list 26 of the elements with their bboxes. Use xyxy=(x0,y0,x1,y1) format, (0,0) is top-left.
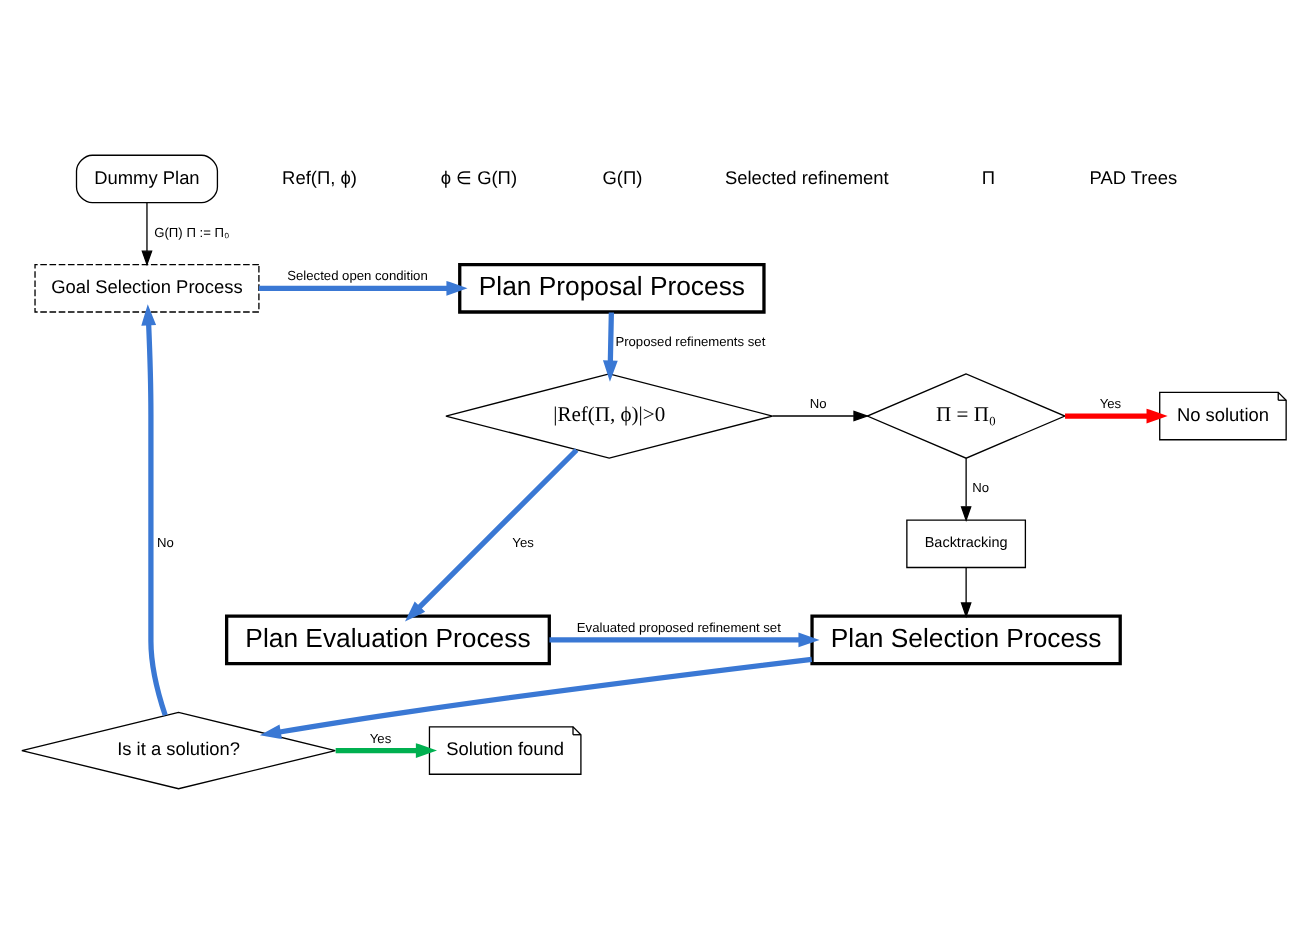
node-box: Plan Proposal Process xyxy=(458,261,766,313)
label: Π xyxy=(981,166,996,187)
node-box: Plan Evaluation Process xyxy=(225,613,551,665)
arrow xyxy=(258,279,468,295)
arrow xyxy=(335,742,437,757)
label: Ref(Π, ϕ) xyxy=(282,166,357,187)
node-box: Dummy Plan xyxy=(75,153,219,203)
arrow xyxy=(960,456,972,521)
node-box: Goal Selection Process xyxy=(34,262,260,312)
arrow xyxy=(771,409,870,421)
label: G(Π) xyxy=(602,166,643,187)
node-diamond: Is it a solution? xyxy=(21,710,336,789)
label: PAD Trees xyxy=(1089,166,1178,187)
node-box: Plan Selection Process xyxy=(810,613,1122,665)
arrow xyxy=(960,566,972,618)
arrow xyxy=(404,447,579,621)
label: ϕ ∈ G(Π) xyxy=(440,166,518,187)
arrow xyxy=(141,303,168,716)
node-diamond: Π = Π₀ xyxy=(865,372,1067,458)
node-diamond: |Ref(Π, ϕ)|>0 xyxy=(445,372,774,458)
label: Selected refinement xyxy=(724,166,889,187)
arrow xyxy=(549,631,820,647)
node-box: Backtracking xyxy=(906,518,1027,568)
arrow xyxy=(602,311,618,381)
arrow xyxy=(1065,407,1168,423)
arrow xyxy=(141,201,153,266)
